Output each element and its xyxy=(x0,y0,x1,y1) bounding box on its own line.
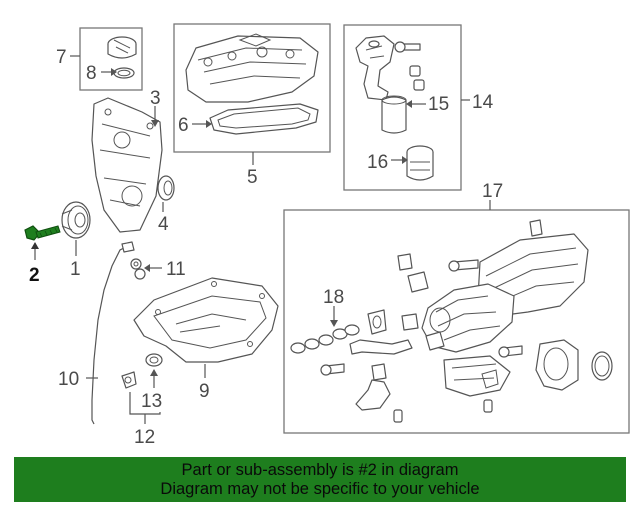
callout-5: 5 xyxy=(247,167,258,188)
timing-cover-group: 3 4 1 2 xyxy=(24,88,175,286)
oil-cap-group: 7 8 xyxy=(56,27,143,91)
timing-cover xyxy=(91,97,163,233)
info-banner: Part or sub-assembly is #2 in diagram Di… xyxy=(14,457,626,502)
callout-12: 12 xyxy=(134,427,155,448)
gasket-set xyxy=(290,324,360,354)
valve-cover-box xyxy=(173,23,331,153)
callout-14: 14 xyxy=(472,92,494,113)
crank-bolt-highlighted xyxy=(24,225,61,241)
callout-9: 9 xyxy=(199,381,210,402)
banner-line-disclaimer: Diagram may not be specific to your vehi… xyxy=(160,480,480,498)
callout-11: 11 xyxy=(166,259,186,280)
valve-cover-group: 6 5 xyxy=(173,23,331,188)
oil-filter-group: 15 14 16 xyxy=(343,24,494,191)
callout-2: 2 xyxy=(29,265,40,286)
parts-diagram: 7 8 6 5 15 14 16 xyxy=(24,23,630,448)
callout-7: 7 xyxy=(56,47,67,68)
oil-pan xyxy=(133,277,279,363)
callout-18: 18 xyxy=(323,287,344,308)
oil-pan-group: 9 13 12 xyxy=(121,277,279,448)
callout-17: 17 xyxy=(482,181,503,202)
callout-13: 13 xyxy=(141,391,162,412)
crank-pulley xyxy=(61,201,91,239)
callout-3: 3 xyxy=(150,88,161,109)
oil-filter-box xyxy=(343,24,462,191)
oil-cap-box xyxy=(79,27,143,91)
callout-1: 1 xyxy=(70,259,81,280)
callout-6: 6 xyxy=(178,115,189,136)
dipstick-group: 10 11 xyxy=(58,241,186,425)
manifold-box xyxy=(283,209,630,434)
manifold-group: 17 xyxy=(283,181,630,434)
callout-16: 16 xyxy=(367,152,388,173)
callout-8: 8 xyxy=(86,63,97,84)
callout-15: 15 xyxy=(428,94,449,115)
banner-line-part: Part or sub-assembly is #2 in diagram xyxy=(181,461,459,479)
callout-4: 4 xyxy=(158,214,169,235)
callout-10: 10 xyxy=(58,369,79,390)
